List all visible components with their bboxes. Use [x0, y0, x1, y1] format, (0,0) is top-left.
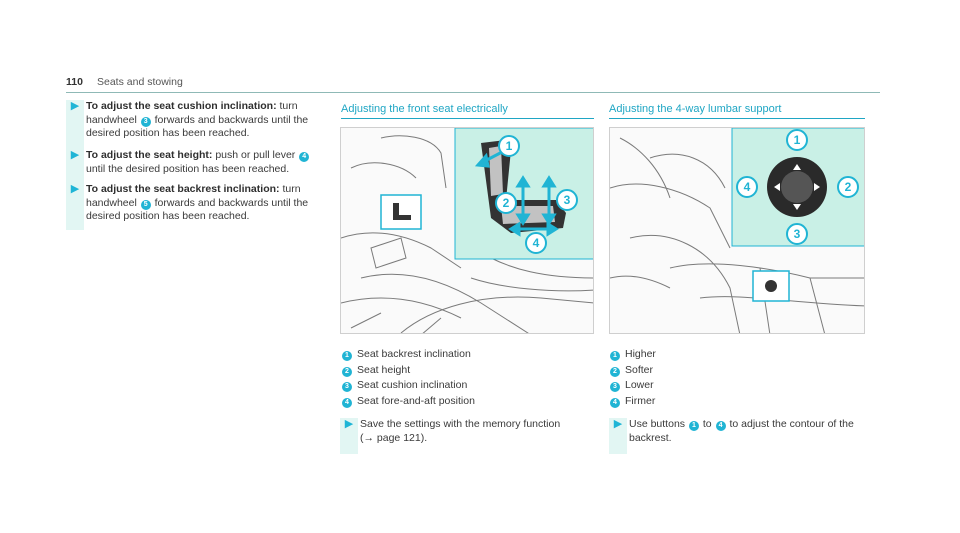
play-arrow-icon: ▶	[70, 149, 80, 161]
seat-adjust-illustration: 1 2 3 4	[340, 127, 594, 334]
figure-marker: 2	[503, 196, 510, 210]
figure-marker: 2	[845, 180, 852, 194]
step-heading: To adjust the seat cushion inclination:	[86, 100, 277, 112]
play-arrow-icon: ▶	[70, 183, 80, 195]
figure-marker: 4	[533, 236, 540, 250]
marker-badge: 1	[688, 421, 699, 431]
play-arrow-icon: ▶	[344, 418, 354, 430]
figure-marker: 3	[564, 193, 571, 207]
instruction-bar	[609, 418, 627, 454]
instruction-bar	[340, 418, 358, 454]
figure-marker: 4	[744, 180, 751, 194]
lumbar-illustration: 1 2 3 4	[609, 127, 865, 334]
section-heading-seat-electric: Adjusting the front seat electrically	[341, 103, 594, 119]
section-heading-lumbar: Adjusting the 4-way lumbar support	[609, 103, 865, 119]
play-arrow-icon: ▶	[70, 100, 80, 112]
page-header: 110 Seats and stowing	[66, 73, 880, 93]
step-heading: To adjust the seat backrest inclination:	[86, 183, 280, 195]
play-arrow-icon: ▶	[613, 418, 623, 430]
step-heading: To adjust the seat height:	[86, 149, 213, 161]
figure-marker: 1	[794, 133, 801, 147]
figure-marker: 1	[506, 139, 513, 153]
page-number: 110	[66, 76, 83, 88]
figure-marker: 3	[794, 227, 801, 241]
marker-badge: 4	[715, 421, 726, 431]
marker-badge: 4	[299, 152, 310, 162]
marker-badge: 5	[140, 199, 151, 210]
section-title: Seats and stowing	[97, 76, 183, 88]
marker-badge: 3	[140, 116, 151, 127]
instruction-bar	[66, 100, 84, 230]
page-reference-link[interactable]: (→ page 121).	[360, 431, 428, 444]
